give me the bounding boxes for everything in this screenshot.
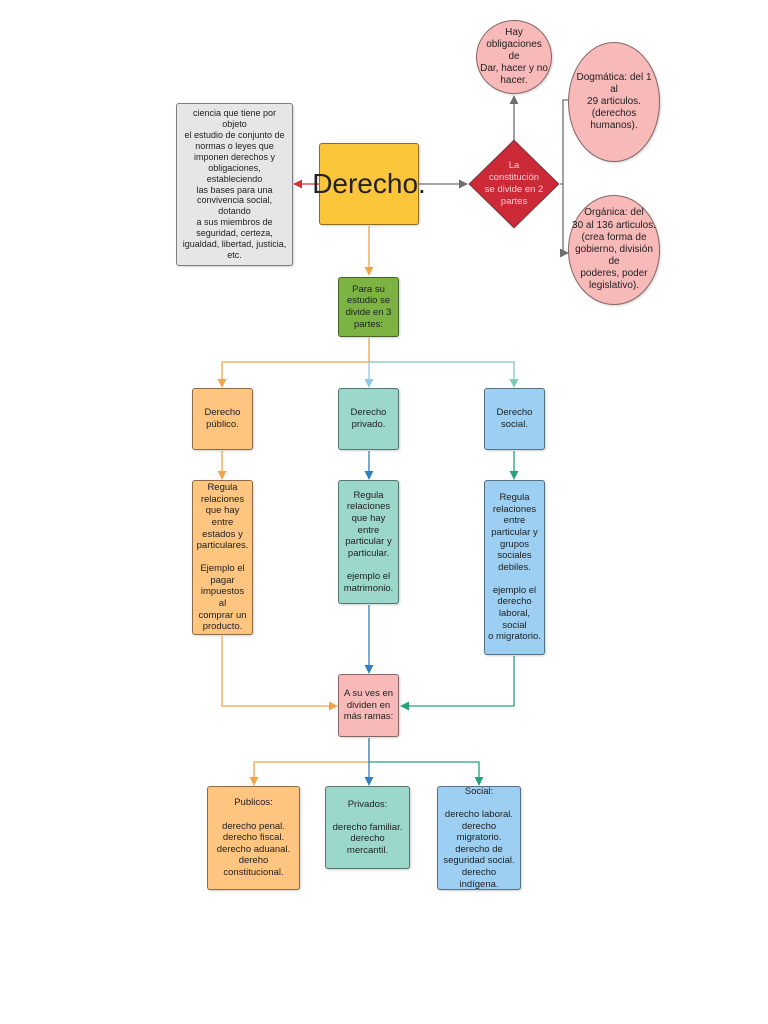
social-description: Regula relaciones entre particular y gru… xyxy=(484,480,545,655)
privado-description: Regula relaciones que hay entre particul… xyxy=(338,480,399,604)
publico-description: Regula relaciones que hay entre estados … xyxy=(192,480,253,635)
ramas-box: A su ves en dividen en más ramas: xyxy=(338,674,399,737)
privados-box: Privados: derecho familiar. derecho merc… xyxy=(325,786,410,869)
diamond-shape xyxy=(468,139,560,229)
publico-box: Derecho público. xyxy=(192,388,253,450)
edge-estudio-social xyxy=(369,361,519,388)
dogmatica-circle: Dogmática: del 1 al 29 articulos. (derec… xyxy=(568,42,660,162)
organica-circle: Orgánica: del 30 al 136 articulos. (crea… xyxy=(568,195,660,305)
estudio-box: Para su estudio se divide en 3 partes: xyxy=(338,277,399,337)
edge-estudio-publico xyxy=(217,338,370,388)
edge-ramas-publicos xyxy=(249,738,370,786)
edge-socialdesc-ramas xyxy=(400,656,515,711)
sociales-box: Social: derecho laboral. derecho migrato… xyxy=(437,786,521,890)
edge-constitucion-dogmatica xyxy=(560,99,568,185)
social-box: Derecho social. xyxy=(484,388,545,450)
definition-box: ciencia que tiene por objeto el estudio … xyxy=(176,103,293,266)
edge-publicodesc-ramas xyxy=(221,636,338,711)
obligaciones-circle: Hay obligaciones de Dar, hacer y no hace… xyxy=(476,20,552,94)
constitucion-diamond: La constitución se divide en 2 partes xyxy=(468,139,560,229)
derecho-box: Derecho. xyxy=(312,143,426,225)
publicos-box: Publicos: derecho penal. derecho fiscal.… xyxy=(207,786,300,890)
constitucion-label: La constitución se divide en 2 partes xyxy=(484,160,544,207)
edge-constitucion-organica xyxy=(559,184,569,258)
privado-box: Derecho privado. xyxy=(338,388,399,450)
edge-ramas-sociales xyxy=(369,761,484,786)
